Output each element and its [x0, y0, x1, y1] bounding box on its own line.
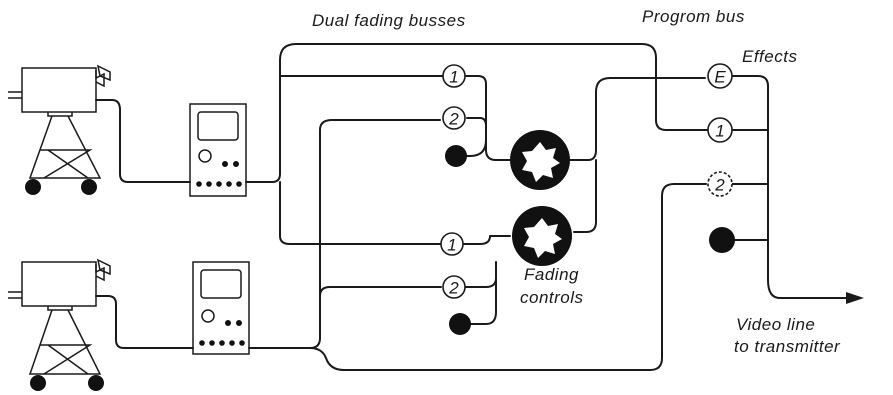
fading-bus-switches: 1 2 1 2	[440, 64, 471, 335]
switch-cam1-dark-button[interactable]	[445, 145, 467, 167]
switch-label: 2	[448, 110, 459, 129]
program-bus-label: Progrom bus	[642, 7, 745, 26]
switch-cam1-bus1[interactable]: 1	[442, 64, 466, 88]
camera-1	[8, 64, 111, 195]
camera-control-unit-2	[192, 261, 250, 355]
fading-control-upper[interactable]	[510, 130, 570, 190]
switch-program-bus2[interactable]: 2	[707, 171, 733, 197]
video-line-label-line2: to transmitter	[734, 337, 841, 356]
switch-label: 1	[447, 236, 456, 255]
switch-label: 1	[449, 68, 458, 87]
switch-program-dark-button[interactable]	[709, 227, 735, 253]
switch-program-effects[interactable]: E	[707, 63, 733, 89]
fading-controls-label-line2: controls	[520, 288, 584, 307]
switch-cam2-dark-button[interactable]	[449, 313, 471, 335]
effects-label: Effects	[742, 47, 797, 66]
video-line-label-line1: Video line	[736, 315, 815, 334]
dual-fading-busses-label: Dual fading busses	[312, 11, 466, 30]
switch-program-bus1[interactable]: 1	[707, 117, 733, 143]
switch-label: E	[714, 68, 726, 87]
camera-control-unit-1	[189, 103, 247, 197]
camera-2	[8, 258, 111, 391]
switch-label: 1	[715, 122, 724, 141]
fading-controls-label-line1: Fading	[524, 265, 579, 284]
switch-label: 2	[448, 279, 459, 298]
switch-label: 2	[714, 176, 725, 195]
switch-cam2-bus1[interactable]: 1	[440, 232, 464, 256]
fading-control-lower[interactable]	[512, 206, 572, 266]
switch-cam1-bus2[interactable]: 2	[442, 106, 466, 130]
switch-cam2-bus2[interactable]: 2	[442, 275, 466, 299]
wiring	[95, 43, 864, 371]
program-bus-switches: E 1 2	[707, 63, 735, 253]
